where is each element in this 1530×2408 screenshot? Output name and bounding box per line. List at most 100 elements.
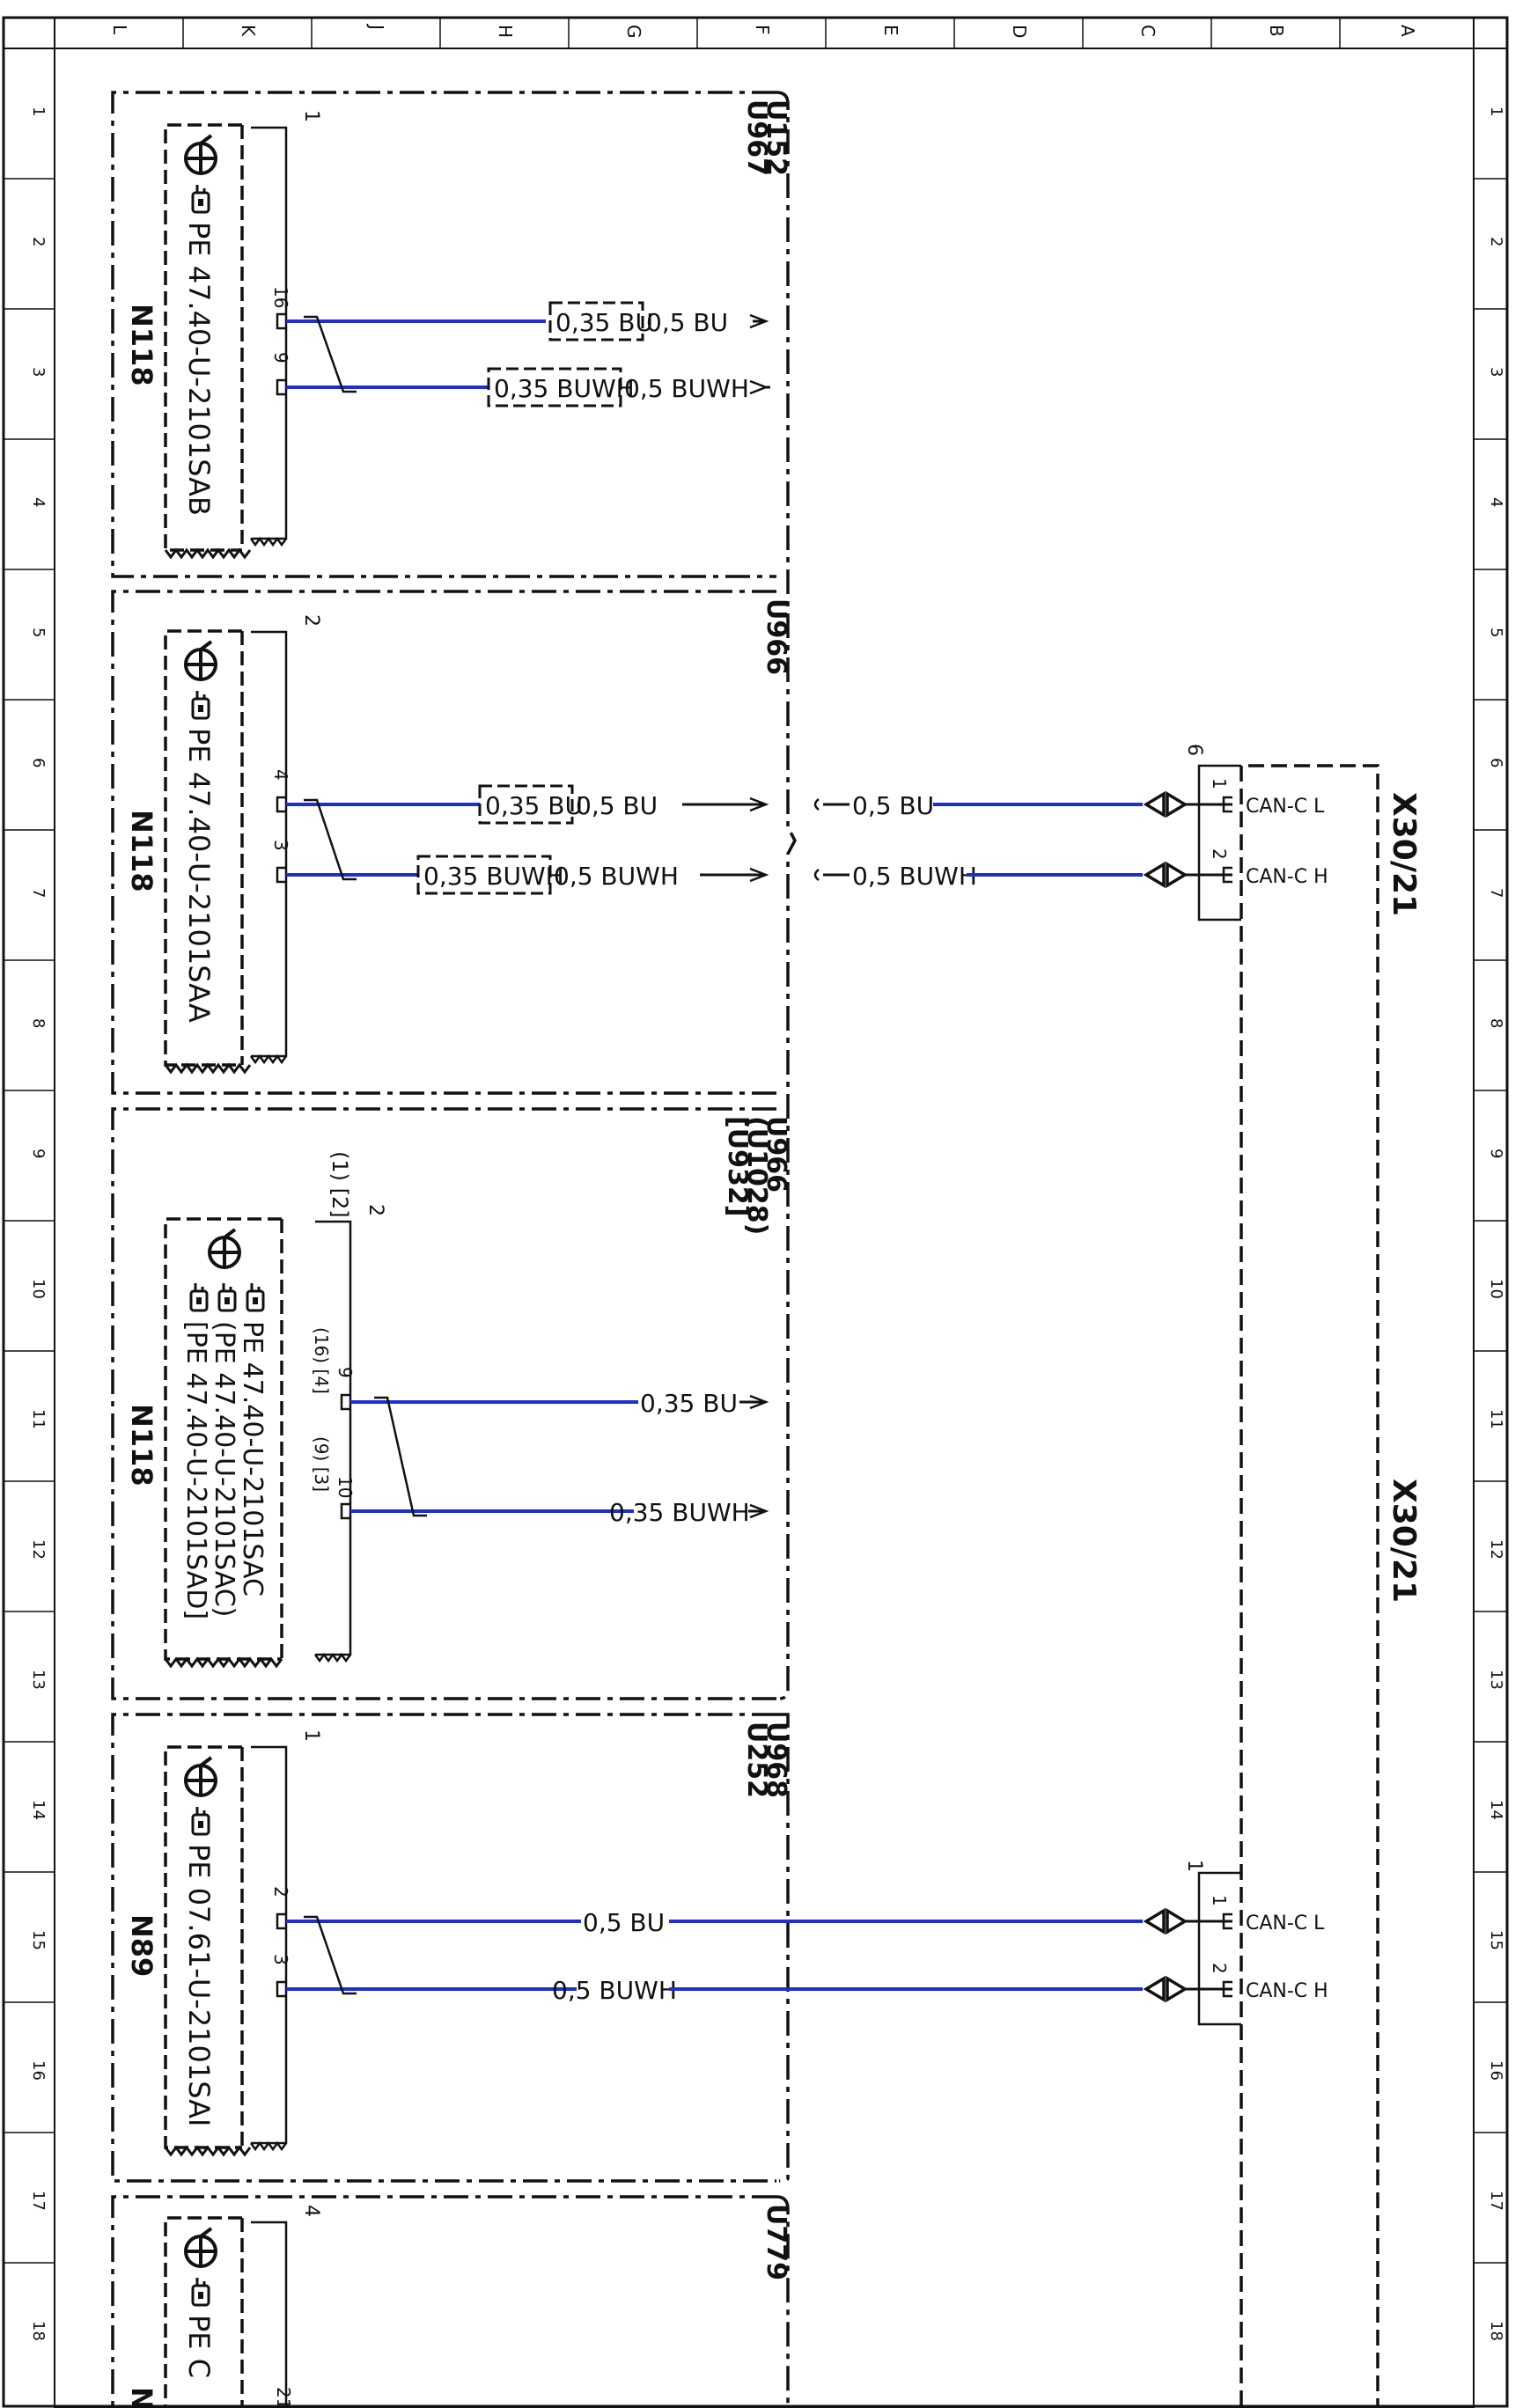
group-box-1 [111, 91, 776, 578]
group-code: U152 [761, 99, 791, 176]
pointer-hand-icon [217, 1281, 237, 1312]
group-code: (U1028) [741, 1116, 772, 1235]
pin-terminal [276, 1980, 288, 1998]
wire-label-inner: 0,35 BUWH [423, 862, 564, 891]
connector-number: 2 [364, 1204, 386, 1216]
distributor-pin-number: 1 [1209, 1895, 1230, 1906]
component-label: N89 [125, 1914, 158, 1977]
wire-label: 0,35 BU [640, 1389, 738, 1418]
component-box [164, 123, 242, 552]
wire-label-outer: 0,5 BU [646, 308, 728, 337]
plug-arrow-icon [1143, 1975, 1166, 2003]
pin-number: 4 [270, 769, 291, 781]
component-box [164, 2216, 242, 2408]
row-number-right: 11 [1487, 1409, 1505, 1429]
connector-bracket [251, 1745, 288, 2145]
wire-label-outer: 0,5 BUWH [554, 862, 679, 891]
row-number-left: 5 [29, 628, 48, 637]
distributor-label-top: X30/21 [1386, 792, 1422, 916]
group-box-4 [111, 1713, 776, 2183]
column-letter: B [1266, 25, 1287, 37]
component-group-3: U966(U1028)[U932]2(1) [2]PE 47.40-U-2101… [125, 1116, 791, 1669]
component-break-mark [164, 2145, 252, 2157]
row-number-right: 15 [1487, 1930, 1505, 1950]
column-letter: A [1397, 25, 1418, 37]
row-number-right: 8 [1487, 1018, 1505, 1028]
row-number-right: 1 [1487, 106, 1505, 116]
component-label: N [125, 2387, 158, 2408]
connector-bracket [251, 126, 288, 540]
column-letter: J [366, 23, 387, 30]
wire-continuation-arrow [749, 867, 769, 883]
group-box-3 [111, 1107, 776, 1700]
wire-label-outer: 0,5 BUWH [624, 374, 749, 403]
wire-label: 0,5 BUWH [552, 1976, 677, 2005]
wire-label-middle: 0,5 BU [852, 791, 934, 820]
sensor-symbol-icon [184, 134, 217, 175]
group-code: U779 [761, 2204, 791, 2280]
twisted-pair-mark [374, 1396, 427, 1517]
row-number-left: 4 [29, 497, 48, 507]
distributor-signal-label: CAN-C L [1246, 796, 1325, 818]
connector-break-mark [249, 1054, 288, 1065]
row-number-left: 18 [29, 2321, 48, 2341]
plug-arrow-icon [1143, 861, 1166, 889]
wire-label: 0,5 BU [583, 1908, 665, 1937]
column-letter: H [495, 25, 516, 38]
wire-label-inner: 0,35 BU [485, 791, 583, 820]
column-letter: E [880, 25, 901, 36]
row-number-right: 6 [1487, 758, 1505, 767]
distributor-pin-number: 2 [1209, 848, 1230, 860]
row-number-left: 17 [29, 2191, 48, 2211]
row-number-right: 7 [1487, 888, 1505, 898]
part-number: PE C [182, 2315, 216, 2378]
pointer-hand-icon [189, 1281, 209, 1312]
sensor-symbol-icon [184, 2227, 217, 2268]
twisted-pair-mark [304, 315, 357, 393]
group-code: U966 [761, 598, 791, 675]
row-number-left: 3 [29, 367, 48, 377]
component-break-mark [164, 1062, 252, 1075]
distributor-pin-terminal [1222, 796, 1232, 813]
connector-break-mark [249, 2140, 288, 2152]
row-number-left: 14 [29, 1800, 48, 1820]
pin-terminal [340, 1502, 352, 1520]
row-number-left: 7 [29, 888, 48, 898]
component-group-5: U779 4 PE C N 21 [125, 2204, 791, 2408]
pin-terminal [276, 312, 288, 330]
row-number-right: 4 [1487, 497, 1505, 507]
connector-number: 2 [300, 614, 322, 627]
distributor-signal-label: CAN-C H [1246, 1980, 1328, 2002]
wire-break-mark [813, 869, 820, 881]
pointer-hand-icon [191, 1805, 210, 1836]
part-number: PE 07.61-U-2101SAI [182, 1844, 216, 2126]
column-letter: F [752, 25, 773, 35]
row-number-left: 10 [29, 1279, 48, 1299]
row-number-right: 16 [1487, 2060, 1505, 2081]
sensor-symbol-icon [184, 1756, 217, 1797]
group-code: U967 [741, 99, 772, 176]
pin-alt-number: (9) [3] [311, 1436, 332, 1492]
group-code: U968 [761, 1722, 791, 1798]
row-number-left: 15 [29, 1930, 48, 1950]
component-label: N118 [125, 304, 158, 386]
connector-number: 4 [300, 2205, 322, 2217]
pin-number: 2 [270, 1886, 291, 1898]
row-number-left: 6 [29, 758, 48, 767]
connector-alt-number: (1) [2] [327, 1151, 352, 1218]
sensor-symbol-icon [184, 640, 217, 681]
component-box [164, 1745, 242, 2149]
column-letter: C [1137, 25, 1159, 37]
harness-boundary [776, 91, 797, 1700]
component-label: N118 [125, 1404, 158, 1487]
plug-arrow-icon [1143, 1907, 1166, 1935]
connector-break-mark [249, 536, 288, 547]
pin-number: 21 [273, 2387, 294, 2408]
wire-label-inner: 0,35 BU [555, 308, 653, 337]
connector-number: 1 [300, 1729, 322, 1742]
pin-terminal [276, 1912, 288, 1930]
pin-terminal [276, 796, 288, 813]
